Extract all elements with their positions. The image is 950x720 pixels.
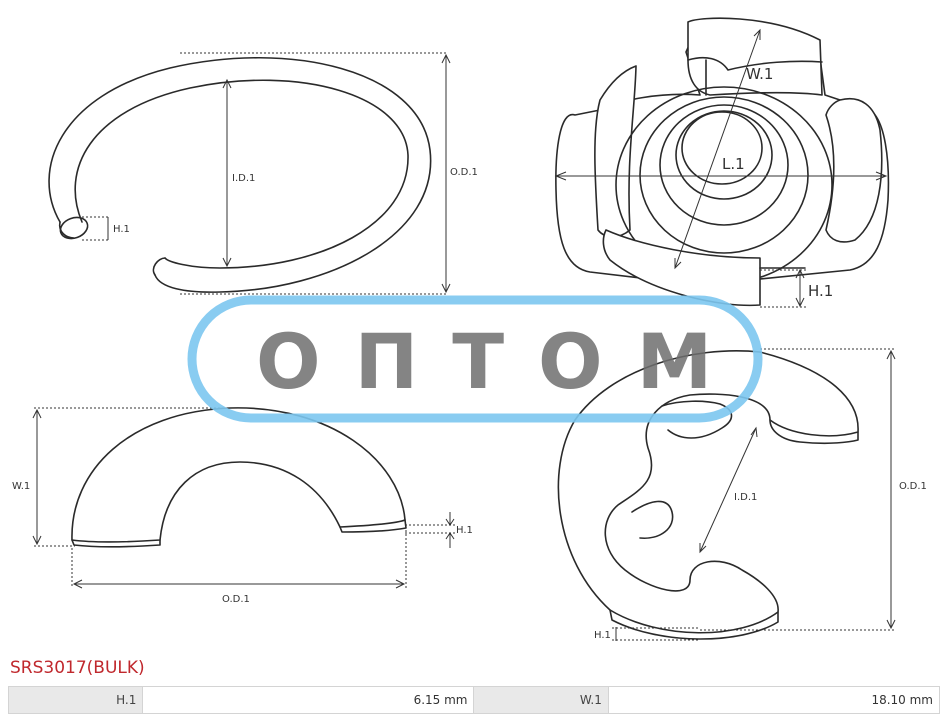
spec-table: H.1 6.15 mm W.1 18.10 mm	[7, 686, 941, 714]
w-label: W.1	[746, 65, 773, 83]
spec-key-w1: W.1	[473, 686, 609, 714]
od-label: O.D.1	[450, 167, 478, 178]
spec-row: H.1 6.15 mm W.1 18.10 mm	[7, 686, 941, 714]
h-label: H.1	[808, 282, 833, 300]
watermark-ring	[187, 295, 763, 423]
spec-value-h1: 6.15 mm	[142, 686, 475, 714]
od-label: O.D.1	[899, 481, 927, 492]
watermark: ОПТОМ	[187, 295, 763, 423]
diagram-arch-profile: W.1 O.D.1 H.1	[12, 407, 473, 605]
diagram-grommet-3d: W.1 L.1 H.1	[554, 17, 890, 308]
diagram-open-ring: I.D.1 O.D.1 H.1	[48, 52, 478, 295]
spec-key-h1: H.1	[7, 686, 144, 714]
id-label: I.D.1	[734, 492, 757, 503]
watermark-text: ОПТОМ	[256, 317, 746, 406]
part-code: SRS3017(BULK)	[10, 658, 145, 678]
technical-drawing: I.D.1 O.D.1 H.1 W.1	[12, 17, 927, 641]
id-label: I.D.1	[232, 173, 255, 184]
h-label: H.1	[113, 224, 130, 235]
h-label: H.1	[594, 630, 611, 641]
od-label: O.D.1	[222, 594, 250, 605]
l-label: L.1	[722, 155, 745, 173]
h-label: H.1	[456, 525, 473, 536]
w-label: W.1	[12, 481, 30, 492]
spec-value-w1: 18.10 mm	[607, 686, 941, 714]
